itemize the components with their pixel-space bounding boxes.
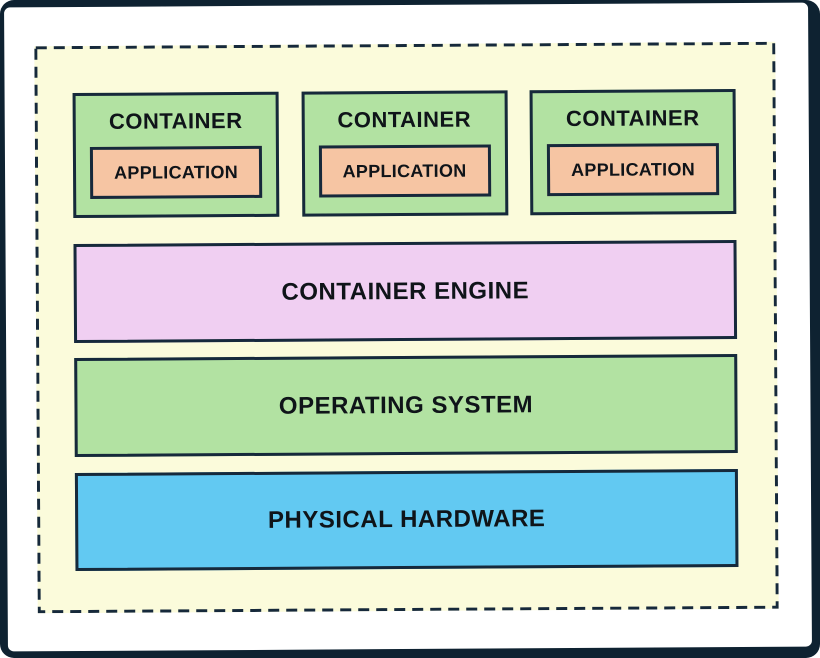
- layer-operating-system: OPERATING SYSTEM: [74, 353, 738, 458]
- dashed-sheet: CONTAINER APPLICATION CONTAINER APPLICAT…: [34, 41, 779, 614]
- application-box-3: APPLICATION: [546, 143, 720, 197]
- application-box-1: APPLICATION: [89, 145, 263, 199]
- white-card: CONTAINER APPLICATION CONTAINER APPLICAT…: [4, 2, 812, 652]
- layer-container-engine: CONTAINER ENGINE: [73, 239, 738, 344]
- application-label: APPLICATION: [342, 160, 467, 181]
- container-box-2: CONTAINER APPLICATION: [301, 90, 508, 217]
- containers-row: CONTAINER APPLICATION CONTAINER APPLICAT…: [72, 88, 737, 219]
- container-label: CONTAINER: [565, 105, 700, 132]
- layer-label: PHYSICAL HARDWARE: [267, 505, 546, 534]
- layer-label: CONTAINER ENGINE: [281, 276, 530, 306]
- container-label: CONTAINER: [108, 108, 243, 134]
- application-label: APPLICATION: [570, 158, 696, 180]
- container-box-3: CONTAINER APPLICATION: [529, 88, 737, 216]
- application-label: APPLICATION: [114, 161, 239, 183]
- container-label: CONTAINER: [337, 106, 472, 133]
- layer-physical-hardware: PHYSICAL HARDWARE: [74, 468, 739, 572]
- container-box-1: CONTAINER APPLICATION: [72, 91, 280, 219]
- application-box-2: APPLICATION: [318, 144, 491, 198]
- sheet-content: CONTAINER APPLICATION CONTAINER APPLICAT…: [72, 88, 739, 572]
- layer-label: OPERATING SYSTEM: [278, 390, 534, 420]
